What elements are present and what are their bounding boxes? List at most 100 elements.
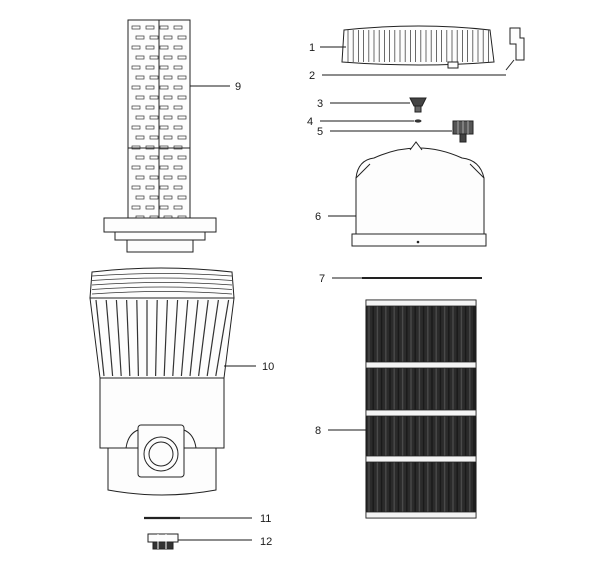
cartridge-band [365,455,477,463]
lateral-slot [173,205,183,210]
lateral-slot [159,85,169,90]
lateral-slot [173,25,183,30]
lock-ring-ribs [347,30,489,62]
cartridge-band [365,511,477,519]
lateral-slot [135,155,145,160]
lateral-slot [149,115,159,120]
lateral-slot [159,25,169,30]
lateral-slot [173,45,183,50]
lateral-slot [159,105,169,110]
tank-ribs [95,299,230,377]
lateral-slot [135,175,145,180]
callout-2: 2 [309,70,315,82]
lateral-slot [177,55,187,60]
lateral-slot [149,35,159,40]
callout-8: 8 [315,425,321,437]
lateral-slot [145,105,155,110]
tank-rib [136,299,139,377]
lateral-slot [163,135,173,140]
callout-1: 1 [309,42,315,54]
lateral-slots [131,25,187,220]
callout-4: 4 [307,116,313,128]
lateral-slot [135,35,145,40]
lateral-slot [163,95,173,100]
lateral-slot [149,55,159,60]
lateral-slot [173,65,183,70]
lateral-slot [131,45,141,50]
part-1-lock-ring [341,25,495,69]
cartridge-bands [365,299,477,519]
cartridge-pleats [368,302,475,516]
part-9-lateral-tube [103,19,217,253]
lateral-slot [145,165,155,170]
lateral-slot [149,95,159,100]
lateral-slot [145,185,155,190]
lateral-slot [177,195,187,200]
lateral-slot [177,115,187,120]
lateral-slot [159,205,169,210]
cartridge-band [365,361,477,369]
lateral-slot [163,35,173,40]
callout-6: 6 [315,211,321,223]
lateral-slot [173,125,183,130]
lateral-slot [159,125,169,130]
thread-line [91,286,233,290]
lateral-slot [177,135,187,140]
lateral-slot [159,45,169,50]
tank-rib [155,299,158,377]
part-2-clip [505,27,525,71]
lateral-slot [177,75,187,80]
part-12-drain-plug [147,533,179,550]
lateral-slot [159,185,169,190]
tank-rib [115,299,122,377]
lateral-slot [131,125,141,130]
lateral-slot [131,205,141,210]
callout-12: 12 [260,536,272,548]
lateral-slot [173,85,183,90]
part-10-tank-body [89,267,235,496]
lateral-slot [145,65,155,70]
part-6-tank-lid [351,141,487,247]
part-3-air-relief-valve [409,97,427,113]
lateral-slot [145,205,155,210]
callout-5: 5 [317,126,323,138]
tank-rib [206,299,219,377]
callout-11: 11 [260,513,271,525]
tank-rib [163,299,168,377]
lateral-slot [173,105,183,110]
cartridge-band [365,299,477,307]
callouts: 1 2 3 4 5 6 7 8 9 10 11 12 [178,42,506,548]
part-5-pressure-gauge [452,120,474,143]
lateral-slot [149,175,159,180]
thread-line [91,277,233,281]
tank-rib [126,299,131,377]
callout-3: 3 [317,98,323,110]
thread-line [91,291,233,295]
part-8-filter-cartridge [365,299,477,519]
lateral-slot [163,155,173,160]
lateral-slot [163,115,173,120]
lateral-slot [131,65,141,70]
tank-rib [172,299,179,377]
lateral-slot [163,55,173,60]
callout-10: 10 [262,361,274,373]
lateral-slot [149,195,159,200]
lateral-slot [135,75,145,80]
tank-threads [91,273,233,295]
lateral-slot [149,155,159,160]
lateral-slot [145,85,155,90]
lateral-slot [145,125,155,130]
callout-9: 9 [235,81,241,93]
tank-rib [189,299,199,377]
tank-rib [95,299,105,377]
lateral-slot [163,175,173,180]
lateral-slot [131,165,141,170]
lateral-slot [135,115,145,120]
lateral-slot [145,25,155,30]
lateral-slot [135,135,145,140]
lateral-slot [177,95,187,100]
lateral-slot [163,195,173,200]
lateral-slot [135,195,145,200]
lateral-slot [173,185,183,190]
